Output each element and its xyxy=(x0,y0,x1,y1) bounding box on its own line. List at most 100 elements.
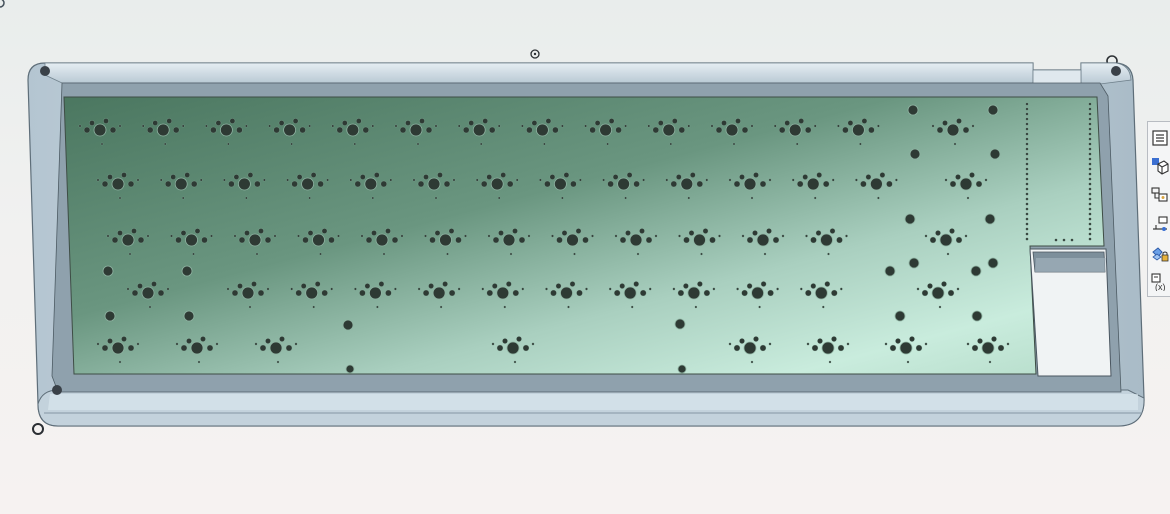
view-cube-button[interactable] xyxy=(1151,154,1170,178)
led-hole xyxy=(781,234,785,238)
header-pin xyxy=(1088,132,1092,136)
switch-pin-hole xyxy=(589,126,596,134)
switch-pin-hole xyxy=(962,126,970,134)
switch-pin-hole xyxy=(550,289,557,297)
diode-hole xyxy=(382,252,386,256)
switch-pin-hole xyxy=(645,236,653,244)
led-hole xyxy=(245,124,248,128)
pcb-plate[interactable] xyxy=(63,96,1105,375)
switch-pin-hole xyxy=(955,174,961,180)
switch-pin-hole xyxy=(442,281,448,287)
switch-pin-hole xyxy=(829,228,836,234)
switch-pin-hole xyxy=(615,126,622,134)
switch-pin-hole xyxy=(753,172,759,178)
led-hole xyxy=(944,178,948,182)
switch-pin-hole xyxy=(486,289,493,297)
mate-connector-button[interactable] xyxy=(1151,183,1170,207)
switch-pin-hole xyxy=(739,174,745,180)
switch-pin-hole xyxy=(314,281,321,287)
header-pin xyxy=(1088,217,1092,221)
switch-pin-hole xyxy=(405,120,411,126)
switch-pin-hole xyxy=(531,120,538,126)
switch-pin-hole xyxy=(927,283,933,289)
switch-pin-hole xyxy=(265,338,271,344)
led-hole xyxy=(984,178,988,182)
switch-pin-hole xyxy=(831,289,838,297)
led-hole xyxy=(78,124,82,128)
switch-center-hole xyxy=(946,123,960,137)
led-hole xyxy=(584,124,587,128)
switch-pin-hole xyxy=(237,283,243,289)
header-pin xyxy=(1088,137,1092,141)
switch-pin-hole xyxy=(991,336,997,342)
switch-pin-hole xyxy=(760,281,767,287)
led-hole xyxy=(678,234,681,238)
switch-center-hole xyxy=(743,177,757,191)
switch-center-hole xyxy=(743,341,757,355)
switch-pin-hole xyxy=(929,236,937,244)
led-hole xyxy=(527,234,531,238)
switch-pin-hole xyxy=(612,174,619,180)
switch-center-hole xyxy=(693,233,706,247)
switch-center-hole xyxy=(375,233,389,247)
led-hole xyxy=(773,124,777,128)
switch-pin-hole xyxy=(101,180,109,188)
switch-pin-hole xyxy=(753,336,759,342)
switch-pin-hole xyxy=(678,126,685,134)
header-pin xyxy=(1025,232,1029,236)
switch-pin-hole xyxy=(417,180,425,188)
header-pin xyxy=(1025,162,1029,166)
variable-button[interactable]: (x) xyxy=(1151,270,1170,294)
led-hole xyxy=(146,234,150,238)
diode-hole xyxy=(822,305,825,309)
header-pin xyxy=(1025,222,1029,226)
switch-pin-hole xyxy=(502,338,508,344)
feature-list-button[interactable] xyxy=(1151,126,1170,150)
switch-pin-hole xyxy=(506,281,512,287)
diode-hole xyxy=(687,196,691,200)
switch-pin-hole xyxy=(561,230,568,236)
led-hole xyxy=(741,234,745,238)
switch-center-hole xyxy=(788,123,802,137)
diode-hole xyxy=(694,305,698,309)
switch-pin-hole xyxy=(676,174,682,180)
switch-pin-hole xyxy=(273,126,280,134)
led-hole xyxy=(831,178,835,182)
led-hole xyxy=(672,287,676,291)
header-pin xyxy=(1088,117,1092,121)
stabilizer-hole xyxy=(183,310,195,322)
header-pin xyxy=(1025,122,1029,126)
diode-hole xyxy=(827,252,830,256)
switch-pin-hole xyxy=(569,281,576,287)
switch-pin-hole xyxy=(608,118,615,124)
switch-pin-hole xyxy=(512,228,518,234)
led-hole xyxy=(175,342,179,346)
switch-pin-hole xyxy=(688,230,695,236)
switch-pin-hole xyxy=(206,344,214,352)
measure-button[interactable] xyxy=(1151,212,1170,236)
led-hole xyxy=(705,178,709,182)
switch-center-hole xyxy=(931,286,945,300)
stabilizer-hole xyxy=(677,364,687,374)
switch-center-hole xyxy=(629,233,643,247)
switch-center-hole xyxy=(305,286,319,300)
led-hole xyxy=(354,287,357,291)
switch-center-hole xyxy=(599,123,612,137)
header-pin xyxy=(1088,197,1092,201)
led-hole xyxy=(776,287,779,291)
diode-hole xyxy=(624,196,627,200)
switch-pin-hole xyxy=(279,336,285,342)
switch-center-hole xyxy=(439,233,452,247)
switch-center-hole xyxy=(981,341,995,355)
led-hole xyxy=(106,234,110,238)
appearance-button[interactable] xyxy=(1151,241,1170,265)
header-pin xyxy=(1088,177,1092,181)
switch-pin-hole xyxy=(935,230,941,236)
switch-center-hole xyxy=(560,286,573,300)
switch-center-hole xyxy=(554,177,567,191)
appearance-lock-icon xyxy=(1152,247,1169,262)
switch-pin-hole xyxy=(552,126,559,134)
switch-pin-hole xyxy=(117,230,123,236)
